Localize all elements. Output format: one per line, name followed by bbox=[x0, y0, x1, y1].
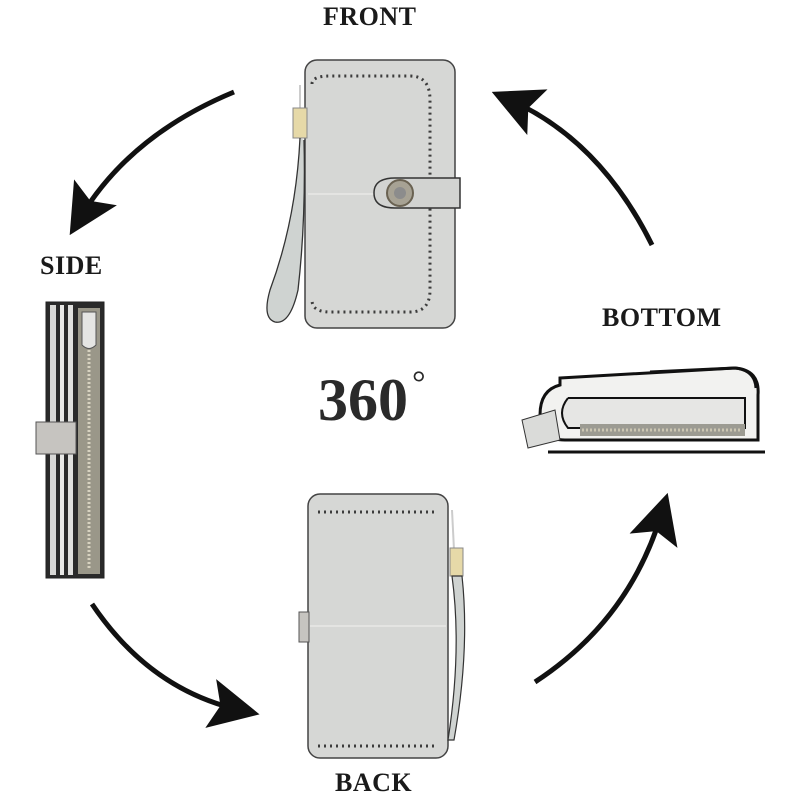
arrow-bottom-to-front-icon bbox=[491, 89, 655, 247]
arrow-back-to-bottom-icon bbox=[533, 492, 678, 685]
label-front: FRONT bbox=[323, 2, 417, 31]
rotation-label: 360° bbox=[318, 365, 426, 435]
degree-symbol: ° bbox=[412, 365, 426, 402]
rotation-value: 360 bbox=[318, 367, 408, 433]
arrow-front-to-side-icon bbox=[69, 89, 235, 236]
label-bottom: BOTTOM bbox=[602, 303, 722, 332]
label-back: BACK bbox=[335, 768, 413, 797]
label-side: SIDE bbox=[40, 251, 103, 280]
arrow-side-to-back-icon bbox=[89, 602, 260, 728]
